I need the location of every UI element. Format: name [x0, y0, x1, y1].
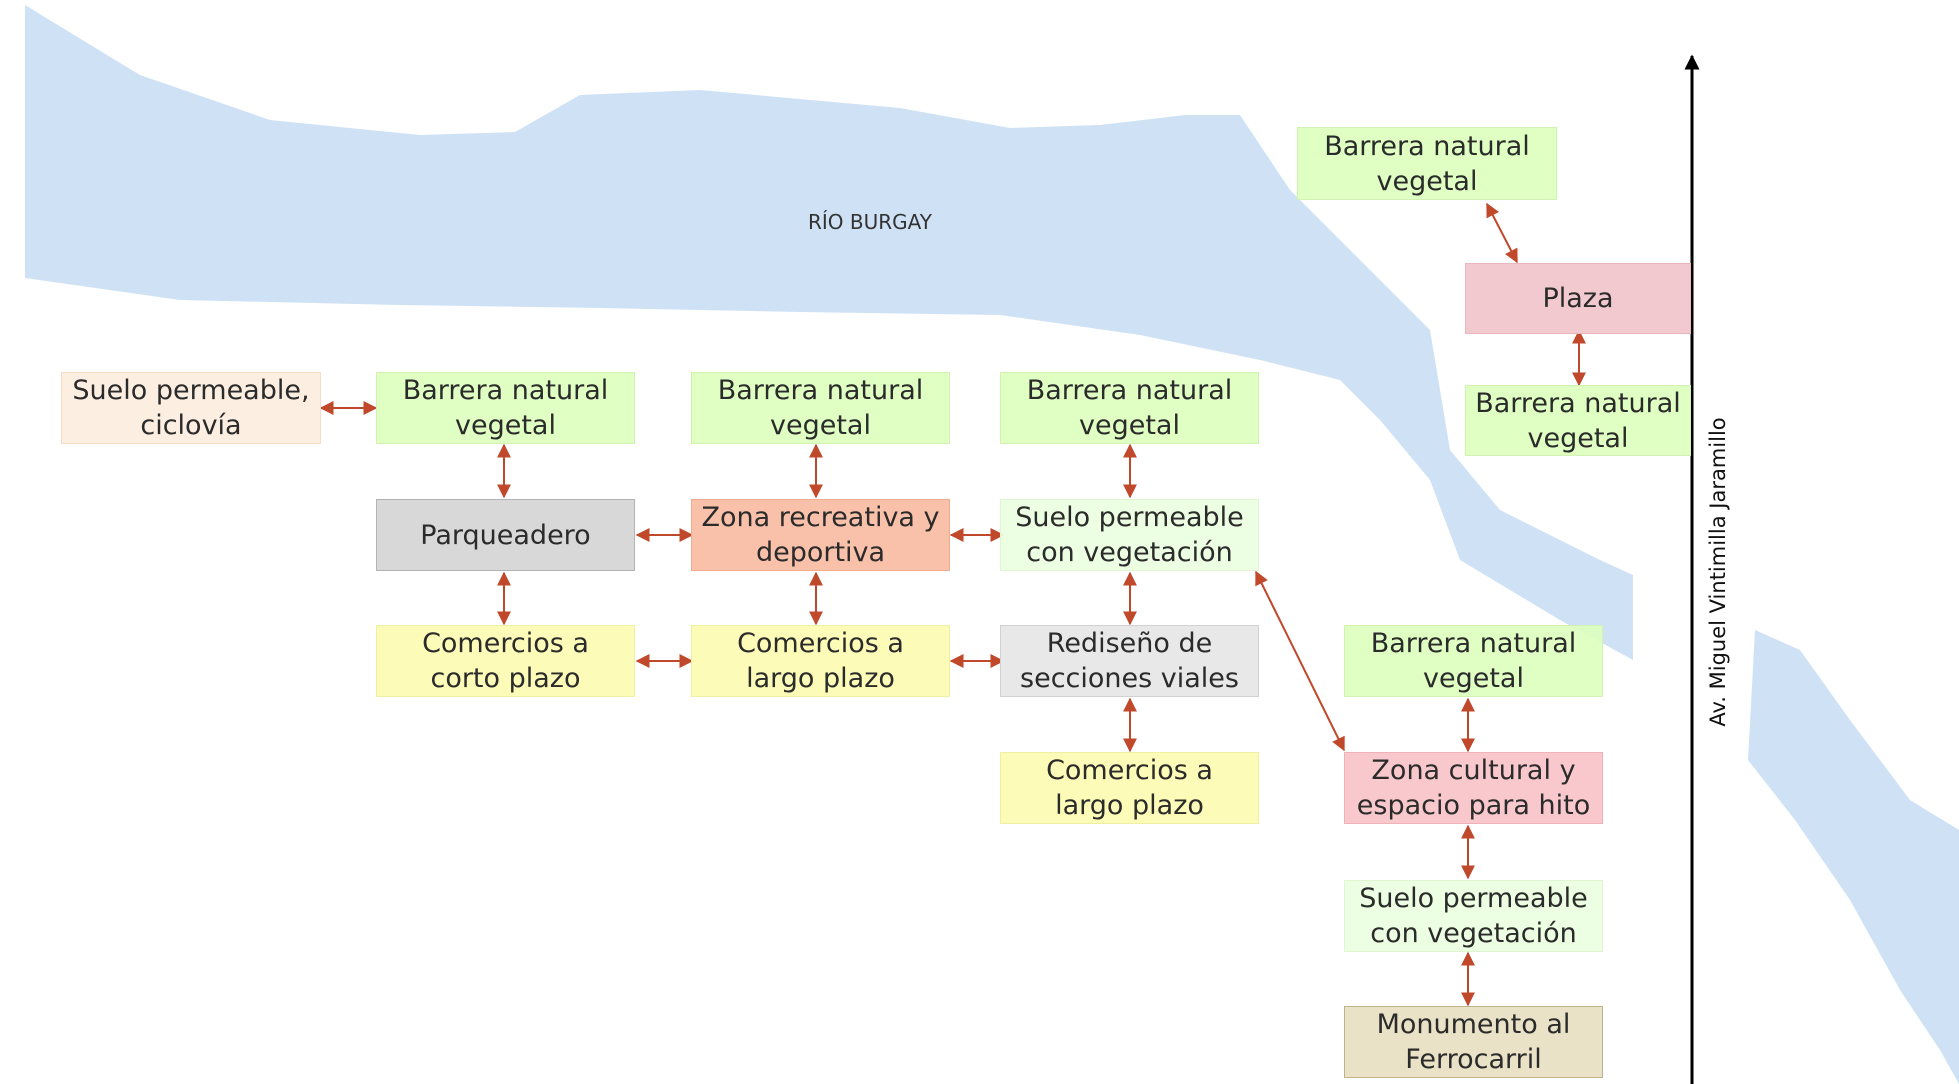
comercios-largo-1-box: Comercios a largo plazo [691, 625, 950, 697]
comercios-corto-box: Comercios a corto plazo [376, 625, 635, 697]
barrera-1-box: Barrera natural vegetal [376, 372, 635, 444]
suelo-vegetacion-2-box: Suelo permeable con vegetación [1344, 880, 1603, 952]
connector [1255, 570, 1345, 752]
connectors [319, 202, 1586, 1007]
avenue-label: Av. Miguel Vintimilla Jaramillo [1706, 417, 1730, 727]
barrera-4-box: Barrera natural vegetal [1344, 625, 1603, 697]
comercios-largo-2-box: Comercios a largo plazo [1000, 752, 1259, 824]
monumento-box: Monumento al Ferrocarril [1344, 1006, 1603, 1078]
river-shape-east [1748, 630, 1959, 1084]
barrera-plaza-top-box: Barrera natural vegetal [1297, 127, 1557, 200]
barrera-3-box: Barrera natural vegetal [1000, 372, 1259, 444]
zona-recreativa-box: Zona recreativa y deportiva [691, 499, 950, 571]
barrera-2-box: Barrera natural vegetal [691, 372, 950, 444]
river-label: RÍO BURGAY [808, 210, 932, 234]
suelo-vegetacion-1-box: Suelo permeable con vegetación [1000, 499, 1259, 571]
connector [1486, 202, 1518, 264]
suelo-ciclovia-box: Suelo permeable, ciclovía [61, 372, 321, 444]
rediseno-box: Rediseño de secciones viales [1000, 625, 1259, 697]
parqueadero-box: Parqueadero [376, 499, 635, 571]
river-shape [25, 5, 1633, 660]
plaza-box: Plaza [1465, 263, 1691, 334]
barrera-plaza-bottom-box: Barrera natural vegetal [1465, 385, 1691, 456]
zona-cultural-box: Zona cultural y espacio para hito [1344, 752, 1603, 824]
